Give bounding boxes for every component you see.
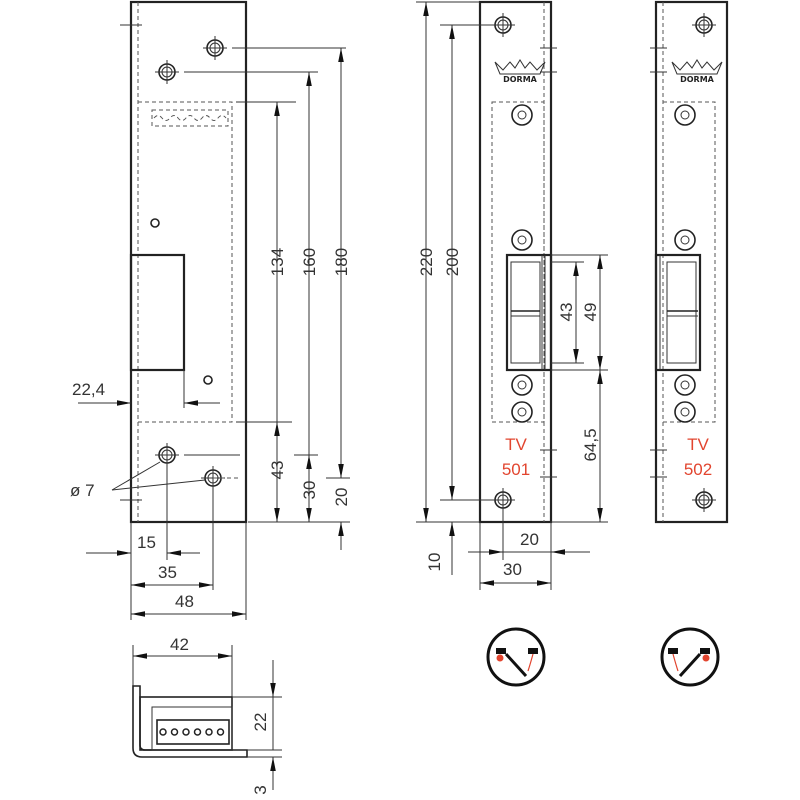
dorma-logo-text: DORMA [680, 75, 715, 84]
dim-64-5: 64,5 [581, 428, 600, 461]
screw-hole-icon [490, 12, 516, 38]
dim-180: 180 [332, 248, 351, 276]
dashed-cutout [137, 101, 233, 423]
dim-42: 42 [170, 635, 189, 654]
left-hand-opening-icon [486, 627, 546, 687]
dim-160: 160 [300, 248, 319, 276]
strike-plate-tv501: DORMA TV 501 220 200 10 43 49 6 [416, 0, 608, 687]
dim-43-keeper: 43 [557, 303, 576, 322]
dorma-crown-icon [494, 59, 546, 75]
terminal-icon [216, 728, 225, 736]
plate-outline [129, 0, 248, 524]
screw-hole-icon [490, 487, 516, 513]
terminal-icon [170, 728, 179, 736]
fixing-hole-icon [511, 374, 533, 396]
hole-diameter-label: ø 7 [70, 481, 95, 500]
dim-15: 15 [137, 533, 156, 552]
left-strike-plate: 134 160 180 43 30 20 22,4 ø 7 15 35 48 [70, 0, 351, 620]
dorma-crown-icon [671, 59, 723, 75]
model-label-line2: 502 [684, 460, 712, 479]
right-hand-opening-icon [660, 627, 720, 687]
side-view: 42 22 3 [132, 635, 282, 795]
fixing-hole-icon [511, 229, 533, 251]
dim-20-width: 20 [520, 530, 539, 549]
fixing-hole-icon [674, 229, 696, 251]
dim-20: 20 [332, 488, 351, 507]
dim-220: 220 [417, 248, 436, 276]
terminal-icon [193, 728, 202, 736]
strike-plate-tv502: DORMA TV 502 [650, 0, 729, 687]
dorma-logo-text: DORMA [503, 75, 538, 84]
latch-keeper [505, 253, 553, 372]
terminal-icon [182, 728, 190, 736]
model-label-line1: TV [505, 435, 527, 454]
dim-22: 22 [251, 713, 270, 732]
dim-35: 35 [158, 563, 177, 582]
dim-30-width: 30 [503, 560, 522, 579]
dim-48: 48 [175, 592, 194, 611]
screw-hole-icon [691, 12, 717, 38]
model-label-line1: TV [687, 435, 709, 454]
screw-hole-icon [202, 35, 228, 61]
dim-134: 134 [268, 248, 287, 276]
fixing-hole-icon [674, 374, 696, 396]
model-label-line2: 501 [502, 460, 530, 479]
terminals [159, 728, 225, 736]
terminal-icon [159, 728, 167, 736]
terminal-block [156, 719, 230, 745]
fixing-hole-icon [511, 401, 533, 423]
dim-43: 43 [268, 461, 287, 480]
dim-10: 10 [425, 553, 444, 572]
fixing-hole-icon [511, 104, 533, 126]
dim-200: 200 [443, 248, 462, 276]
terminal-icon [205, 728, 213, 736]
dim-30: 30 [300, 481, 319, 500]
dim-3: 3 [251, 785, 270, 794]
dim-49: 49 [581, 303, 600, 322]
latch-opening [129, 253, 186, 372]
screw-hole-icon [691, 487, 717, 513]
screw-hole-icon [154, 59, 180, 85]
latch-keeper [654, 253, 702, 372]
fixing-hole-icon [674, 104, 696, 126]
fixing-hole-icon [674, 401, 696, 423]
dim-22-4: 22,4 [72, 380, 105, 399]
